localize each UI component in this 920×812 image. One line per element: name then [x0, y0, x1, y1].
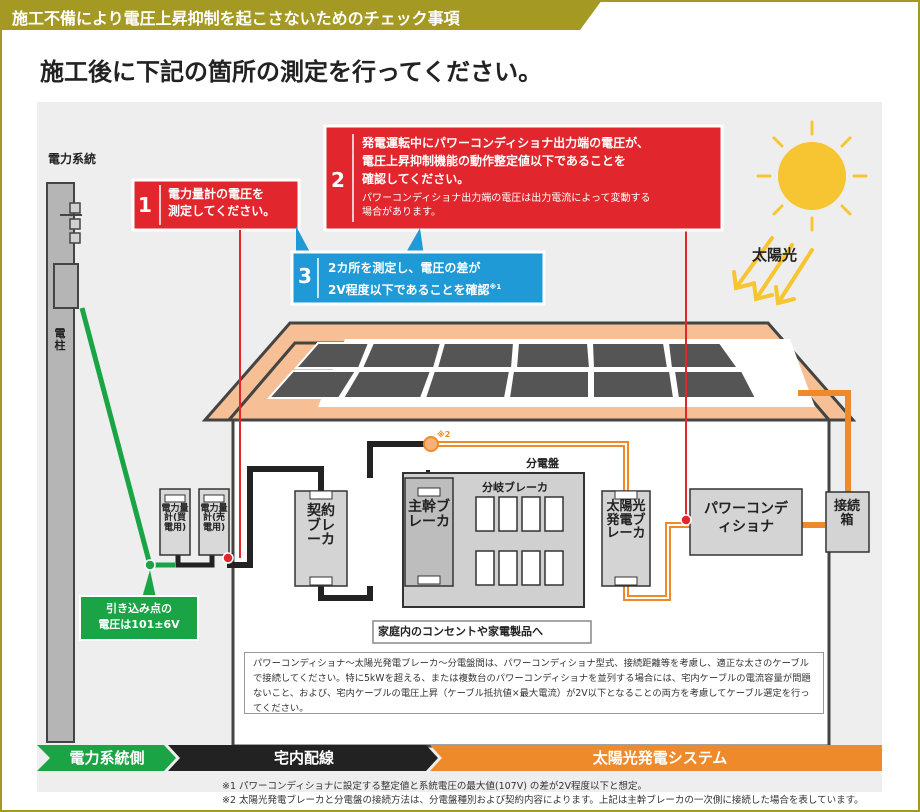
measurement-lines	[239, 225, 687, 558]
entry-line-1: 引き込み点の	[106, 602, 172, 615]
power-conditioner-label: パワーコンディショナ	[704, 501, 788, 535]
callout-1-box	[131, 178, 301, 236]
band-indoor	[168, 745, 438, 771]
callout-2-number: 2	[331, 168, 345, 192]
callout-3-text: 2カ所を測定し、電圧の差が 2V程度以下であることを確認※1	[328, 259, 501, 300]
banner-text: 施工不備により電圧上昇抑制を起こさないためのチェック事項	[12, 9, 460, 28]
meter-buy-label: 電力量計(買電用)	[161, 504, 189, 533]
junction-box-label: 接続箱	[834, 499, 861, 528]
power-conditioner[interactable]	[689, 488, 803, 556]
callout-3-number: 3	[298, 264, 312, 288]
junction-box[interactable]	[825, 491, 870, 553]
callout-3-line-2: 2V程度以下であることを確認※1	[328, 278, 501, 300]
section-pv-system: 太陽光発電システム	[592, 749, 728, 767]
callout-2-sub-1: パワーコンディショナ出力端の電圧は出力電流によって変動する	[362, 193, 651, 204]
band-grid	[37, 745, 176, 771]
section-indoor: 宅内配線	[273, 749, 334, 767]
pv-breaker[interactable]	[601, 490, 651, 587]
section-grid-side: 電力系統側	[69, 749, 145, 767]
callout-1-line-2: 測定してください。	[168, 204, 276, 218]
home-outlets-label: 家庭内のコンセントや家電製品へ	[378, 625, 543, 638]
sunlight-rays-icon	[732, 236, 814, 306]
contract-breaker-label: 契約ブレーカ	[307, 503, 335, 549]
sun-label: 太陽光	[752, 246, 798, 264]
callout-1-text: 電力量計の電圧を 測定してください。	[168, 186, 275, 220]
branch-breaker-label: 分岐ブレーカ	[482, 481, 548, 494]
note-mark-2: ※2	[437, 430, 451, 439]
grid-label: 電力系統	[48, 152, 97, 166]
callout-3-line-1: 2カ所を測定し、電圧の差が	[328, 261, 481, 275]
callout-1-line-1: 電力量計の電圧を	[168, 187, 265, 201]
callout-3-line-2-text: 2V程度以下であることを確認	[328, 283, 490, 297]
entry-voltage-text: 引き込み点の 電圧は101±6V	[86, 601, 192, 633]
meter-sell[interactable]	[198, 488, 230, 556]
main-breaker-label: 主幹ブレーカ	[408, 499, 450, 530]
callout-2-sub-2: 場合があります。	[362, 207, 441, 218]
callout-3-box	[290, 226, 546, 306]
callout-2-line-2: 電圧上昇抑制機能の動作整定値以下であることを	[362, 154, 626, 168]
footnote-1: ※1 パワーコンディショナに設定する整定値と系統電圧の最大値(107V) の差が…	[222, 781, 647, 792]
meter-buy[interactable]	[159, 488, 191, 556]
pole-label: 電柱	[54, 327, 66, 352]
callout-2-subtext: パワーコンディショナ出力端の電圧は出力電流によって変動する 場合があります。	[362, 192, 651, 220]
entry-voltage-box	[79, 570, 199, 641]
callout-1-number: 1	[138, 193, 152, 217]
entry-line-2: 電圧は101±6V	[98, 618, 180, 631]
measure-point-meter[interactable]	[222, 552, 234, 564]
orange-wire-panel	[798, 390, 851, 492]
callout-2-text: 発電運転中にパワーコンディショナ出力端の電圧が、 電圧上昇抑制機能の動作整定値以…	[362, 134, 649, 188]
black-wire-contract-main	[318, 586, 373, 601]
black-wire-main	[367, 441, 434, 478]
cable-note: パワーコンディショナ～太陽光発電ブレーカ～分電盤間は、パワーコンディショナ型式、…	[244, 652, 824, 714]
callout-2-line-1: 発電運転中にパワーコンディショナ出力端の電圧が、	[362, 136, 649, 150]
callout-2-line-3: 確認してください。	[362, 172, 470, 186]
home-outlets-box	[372, 620, 592, 644]
branch-breakers[interactable]	[475, 496, 564, 586]
black-wire-meters	[175, 553, 215, 568]
callout-3-mark: ※1	[489, 283, 502, 291]
distribution-board-label: 分電盤	[526, 457, 559, 470]
pv-breaker-label: 太陽光発電ブレーカ	[606, 499, 646, 542]
utility-pole	[46, 182, 81, 743]
callout-2-box	[323, 124, 724, 232]
sun-icon	[756, 120, 868, 232]
page-title: 施工後に下記の箇所の測定を行ってください。	[40, 58, 543, 86]
measure-point-pcs[interactable]	[680, 514, 692, 526]
connection-point-pv[interactable]	[423, 436, 439, 452]
entry-point[interactable]	[144, 559, 156, 571]
solar-panel-array	[266, 342, 758, 399]
header-banner: 施工不備により電圧上昇抑制を起こさないためのチェック事項	[0, 0, 602, 30]
meter-sell-label: 電力量計(売電用)	[200, 504, 228, 533]
band-pv	[430, 745, 882, 771]
footnote-2: ※2 太陽光発電ブレーカと分電盤の接続方法は、分電盤種別および契約内容によります…	[222, 795, 864, 806]
contract-breaker[interactable]	[294, 490, 348, 587]
